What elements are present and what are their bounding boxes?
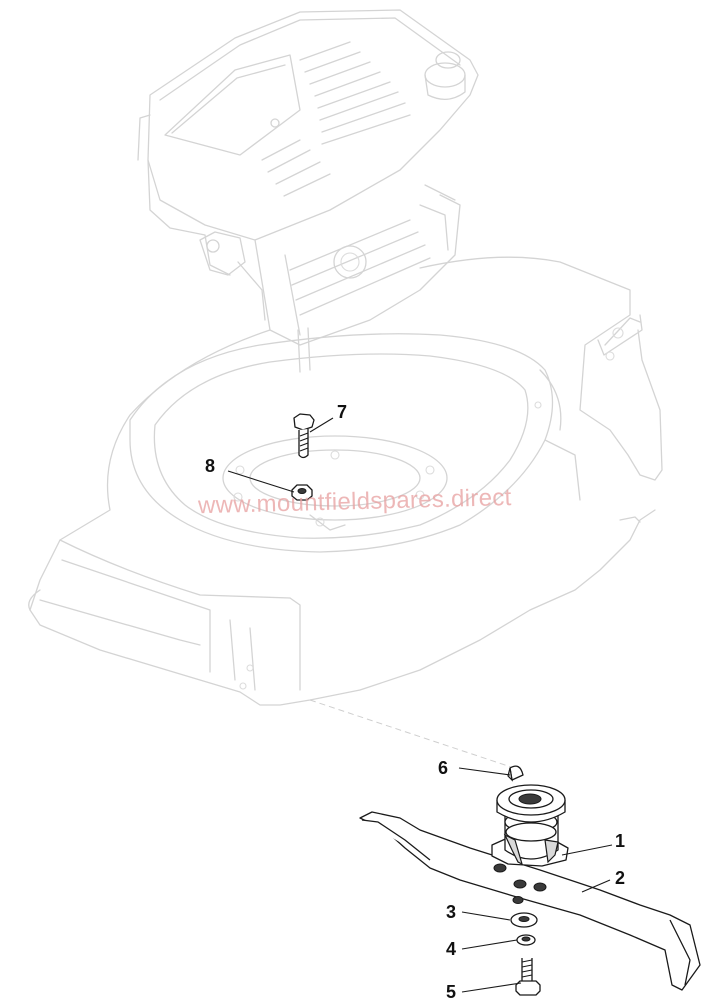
callout-3: 3	[446, 902, 456, 922]
washer-small-part	[516, 934, 536, 946]
callout-7: 7	[337, 402, 347, 422]
callout-1: 1	[615, 831, 625, 851]
callout-4: 4	[446, 939, 456, 959]
key-part	[507, 765, 524, 782]
leader-line-3	[461, 911, 511, 921]
nut-part	[291, 484, 313, 501]
leader-line-8	[227, 470, 295, 493]
engine-bolt-part	[293, 413, 315, 459]
watermark-text: www.mountfieldspares.direct	[197, 484, 512, 519]
callout-5: 5	[446, 982, 456, 1000]
leader-line-4	[461, 939, 518, 950]
assembly-axis-line	[309, 699, 521, 771]
engine-ghost	[137, 9, 479, 373]
leader-line-7	[309, 417, 334, 433]
leader-line-1	[561, 844, 613, 856]
blade-part	[359, 811, 701, 991]
leader-line-6	[458, 767, 511, 776]
leader-line-5	[461, 982, 522, 993]
leader-line-2	[581, 879, 611, 893]
callout-2: 2	[615, 868, 625, 888]
callout-8: 8	[205, 456, 215, 476]
mower-deck-ghost	[28, 256, 663, 706]
callout-6: 6	[438, 758, 448, 778]
blade-bolt-part	[515, 958, 541, 996]
washer-large-part	[510, 912, 538, 928]
blade-adaptor-part	[491, 784, 569, 867]
